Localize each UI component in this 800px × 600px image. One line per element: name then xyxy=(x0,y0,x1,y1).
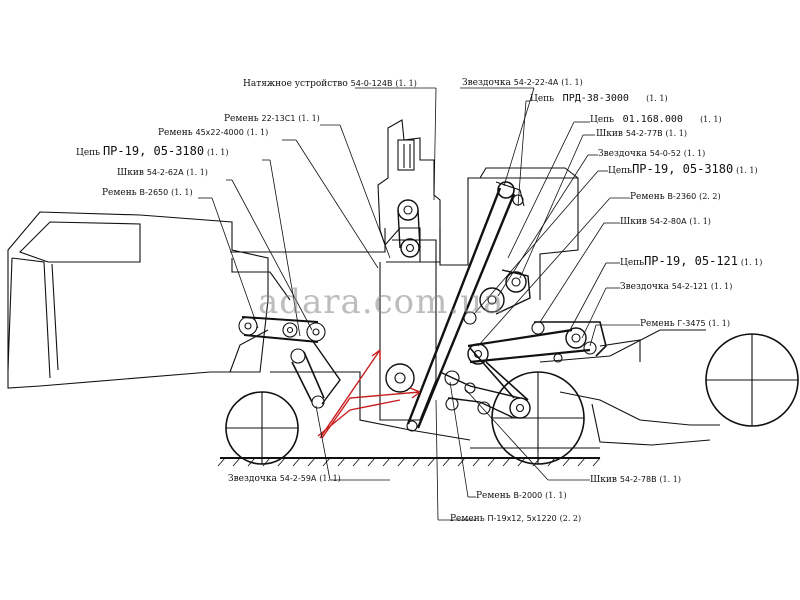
central-belt-drive xyxy=(439,269,591,419)
header-frame xyxy=(470,329,720,449)
thresher-pulleys xyxy=(385,199,421,393)
label-belt-45x22: Ремень 45х22-4000 (1. 1) xyxy=(158,128,269,138)
left-belt-drive xyxy=(238,316,341,409)
label-chain-pr19-121: ЦепьПР-19, 05-121 (1. 1) xyxy=(620,254,763,268)
label-belt-p19x12: Ремень П-19х12, 5х1220 (2. 2) xyxy=(450,514,582,524)
thresher-tower xyxy=(377,119,441,421)
label-chain-prd: Цепь ПРД-38-3000 (1. 1) xyxy=(530,93,668,105)
watermark: adara.com.ua xyxy=(258,282,505,322)
grain-bunker xyxy=(7,211,269,389)
chain-elevator xyxy=(406,181,525,432)
body-frame xyxy=(229,167,579,441)
label-belt-v2360: Ремень В-2360 (2. 2) xyxy=(630,192,721,202)
label-belt-22-13c1: Ремень 22-13С1 (1. 1) xyxy=(224,114,320,124)
label-pulley-78v: Шкив 54-2-78В (1. 1) xyxy=(590,475,681,485)
label-tension-device: Натяжное устройство 54-0-124В (1. 1) xyxy=(243,79,417,89)
leader-lines xyxy=(198,87,640,521)
label-pulley-80a: Шкив 54-2-80А (1. 1) xyxy=(620,217,711,227)
right-pulleys xyxy=(531,321,607,363)
label-chain-pr19-right: ЦепьПР-19, 05-3180 (1. 1) xyxy=(608,162,758,176)
label-pulley-77v: Шкив 54-2-77В (1. 1) xyxy=(596,129,687,139)
label-belt-g3475: Ремень Г-3475 (1. 1) xyxy=(640,319,730,329)
label-sprocket-121: Звездочка 54-2-121 (1. 1) xyxy=(620,282,733,292)
label-chain-pr19-left: Цепь ПР-19, 05-3180 (1. 1) xyxy=(76,144,229,158)
label-belt-v2000: Ремень В-2000 (1. 1) xyxy=(476,491,567,501)
label-chain-01168: Цепь 01.168.000 (1. 1) xyxy=(590,114,722,126)
label-pulley-62a: Шкив 54-2-62А (1. 1) xyxy=(117,168,208,178)
label-sprocket-59a: Звездочка 54-2-59А (1. 1) xyxy=(228,474,341,484)
wheels xyxy=(225,333,799,465)
label-sprocket-0-52: Звездочка 54-0-52 (1. 1) xyxy=(598,149,706,159)
label-belt-v2650: Ремень В-2650 (1. 1) xyxy=(102,188,193,198)
direction-arrows xyxy=(317,349,421,439)
label-sprocket-22-4a: Звездочка 54-2-22-4А (1. 1) xyxy=(462,78,583,88)
